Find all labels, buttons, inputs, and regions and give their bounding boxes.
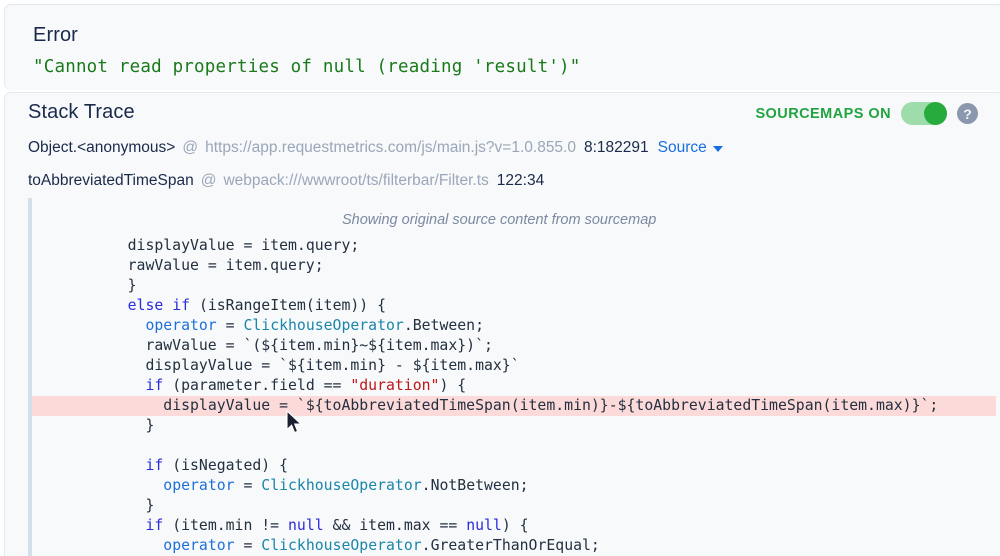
code-lines-container: displayValue = item.query; rawValue = it…: [32, 236, 996, 556]
code-token: null: [288, 517, 324, 534]
code-line: }: [32, 496, 996, 516]
frame-at-separator: @: [182, 139, 199, 156]
code-token: ClickhouseOperator: [243, 317, 404, 334]
sourcemaps-toggle-switch[interactable]: [901, 102, 947, 125]
code-token: else: [127, 297, 164, 314]
code-token: if: [145, 377, 164, 394]
code-line: [32, 436, 996, 456]
stack-frame-1: toAbbreviatedTimeSpan @ webpack:///wwwro…: [28, 172, 544, 190]
error-message: "Cannot read properties of null (reading…: [33, 57, 581, 77]
code-token: && item.max ==: [323, 517, 467, 534]
code-indent: [92, 517, 145, 534]
code-token: = item.query;: [234, 237, 360, 254]
stack-frame-0: Object.<anonymous> @ https://app.request…: [28, 139, 723, 157]
toggle-knob: [924, 102, 947, 125]
code-line: if (parameter.field == "duration") {: [32, 376, 996, 396]
code-line: displayValue = `${toAbbreviatedTimeSpan(…: [32, 396, 996, 416]
code-indent: [92, 277, 128, 294]
code-token: }: [145, 497, 155, 514]
code-indent: [92, 417, 145, 434]
code-token: ClickhouseOperator: [261, 477, 422, 494]
code-token: =: [234, 477, 262, 494]
source-code-block: Showing original source content from sou…: [28, 198, 996, 556]
code-indent: [92, 457, 145, 474]
error-heading: Error: [33, 24, 78, 46]
code-token: .GreaterThanOrEqual;: [421, 537, 600, 554]
code-token: [163, 297, 172, 314]
code-indent: [92, 297, 128, 314]
code-line: if (item.min != null && item.max == null…: [32, 516, 996, 536]
code-token: rawValue = `(${item.min}~${item.max})`;: [145, 337, 493, 354]
frame-url: https://app.requestmetrics.com/js/main.j…: [205, 139, 576, 156]
code-token: null: [466, 517, 502, 534]
code-line: }: [32, 276, 996, 296]
frame-position: 8:182291: [583, 139, 649, 156]
code-token: }: [145, 417, 155, 434]
code-indent: [92, 257, 128, 274]
code-token: if: [145, 517, 164, 534]
code-indent: [92, 357, 145, 374]
code-token: ) {: [439, 377, 467, 394]
code-token: (isRangeItem(item)) {: [190, 297, 387, 314]
code-line: operator = ClickhouseOperator.NotBetween…: [32, 476, 996, 496]
code-indent: [92, 537, 163, 554]
code-token: =: [234, 537, 262, 554]
code-line: displayValue = `${item.min} - ${item.max…: [32, 356, 996, 376]
sourcemaps-toggle-label: SOURCEMAPS ON: [755, 105, 891, 122]
code-indent: [92, 337, 145, 354]
code-token: displayValue: [127, 237, 235, 254]
code-indent: [92, 397, 163, 414]
code-token: ) {: [501, 517, 529, 534]
stack-trace-card: [4, 92, 1000, 556]
code-token: if: [145, 457, 164, 474]
stack-trace-heading: Stack Trace: [28, 101, 135, 123]
frame-url: webpack:///wwwroot/ts/filterbar/Filter.t…: [223, 172, 489, 189]
sourcemaps-toggle-group: SOURCEMAPS ON ?: [755, 102, 978, 125]
frame-function-name: toAbbreviatedTimeSpan: [28, 172, 194, 189]
help-icon[interactable]: ?: [957, 103, 978, 124]
frame-position: 122:34: [496, 172, 545, 189]
code-line: operator = ClickhouseOperator.GreaterTha…: [32, 536, 996, 556]
code-token: (item.min !=: [163, 517, 288, 534]
error-card: Error "Cannot read properties of null (r…: [4, 4, 1000, 90]
code-line: if (isNegated) {: [32, 456, 996, 476]
sourcemap-note: Showing original source content from sou…: [342, 212, 657, 228]
code-token: operator: [163, 537, 235, 554]
frame-function-name: Object.<anonymous>: [28, 139, 176, 156]
chevron-down-icon[interactable]: [712, 146, 723, 152]
code-indent: [92, 497, 145, 514]
code-token: =: [216, 317, 244, 334]
code-line: rawValue = `(${item.min}~${item.max})`;: [32, 336, 996, 356]
code-line: displayValue = item.query;: [32, 236, 996, 256]
code-token: (isNegated) {: [163, 457, 288, 474]
code-token: .NotBetween;: [421, 477, 529, 494]
code-token: displayValue = `${item.min} - ${item.max…: [145, 357, 520, 374]
code-line: rawValue = item.query;: [32, 256, 996, 276]
code-indent: [92, 477, 163, 494]
code-token: displayValue = `${toAbbreviatedTimeSpan(…: [163, 397, 939, 414]
code-token: ClickhouseOperator: [261, 537, 422, 554]
code-line: }: [32, 416, 996, 436]
code-line: else if (isRangeItem(item)) {: [32, 296, 996, 316]
code-line: operator = ClickhouseOperator.Between;: [32, 316, 996, 336]
code-token: rawValue = item.query;: [127, 257, 324, 274]
code-token: operator: [163, 477, 235, 494]
code-indent: [92, 317, 145, 334]
code-token: }: [127, 277, 137, 294]
code-token: operator: [145, 317, 217, 334]
frame-at-separator: @: [200, 172, 217, 189]
code-token: .Between;: [403, 317, 485, 334]
code-token: if: [172, 297, 191, 314]
code-indent: [92, 377, 145, 394]
code-indent: [92, 237, 128, 254]
code-token: (parameter.field ==: [163, 377, 351, 394]
frame-source-link[interactable]: Source: [657, 139, 707, 156]
code-token: "duration": [350, 377, 440, 394]
